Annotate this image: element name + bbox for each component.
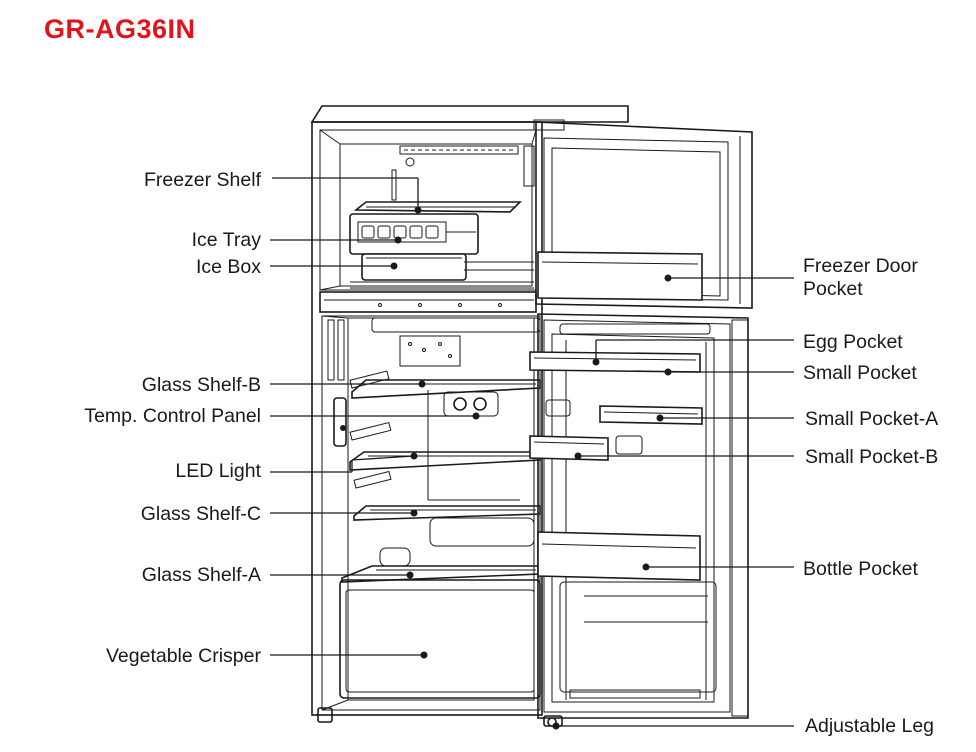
small-pocket-b: [529, 435, 609, 461]
label-glass-shelf-c: Glass Shelf-C: [141, 503, 261, 525]
freezer-floor: [350, 261, 534, 289]
model-title: GR-AG36IN: [44, 14, 196, 44]
freezer-shelf: [353, 169, 522, 213]
label-glass-shelf-b: Glass Shelf-B: [142, 374, 261, 396]
right-labels: Freezer Door Pocket Egg Pocket Small Poc…: [803, 255, 938, 737]
ice-box: [361, 253, 467, 281]
small-pocket-a: [599, 405, 703, 425]
left-labels: Freezer Shelf Ice Tray Ice Box Glass She…: [84, 169, 261, 667]
ice-tray: [349, 213, 479, 255]
leader-lines: [270, 177, 794, 730]
label-bottle-pocket: Bottle Pocket: [803, 558, 918, 580]
label-ice-tray: Ice Tray: [192, 229, 262, 251]
label-vegetable-crisper: Vegetable Crisper: [106, 645, 262, 667]
egg-pocket: [559, 323, 711, 335]
vegetable-crisper: [339, 579, 541, 699]
glass-shelf-b: [351, 379, 541, 399]
label-freezer-door-pocket-line2: Pocket: [803, 278, 863, 300]
label-freezer-shelf: Freezer Shelf: [144, 169, 262, 191]
label-egg-pocket: Egg Pocket: [803, 331, 903, 353]
label-small-pocket: Small Pocket: [803, 362, 917, 384]
label-adjustable-leg: Adjustable Leg: [805, 715, 934, 737]
freezer-door-pocket: [537, 251, 703, 301]
fridge-door: [537, 313, 749, 727]
bottle-pocket: [537, 531, 701, 581]
label-temp-control-panel: Temp. Control Panel: [84, 405, 261, 427]
label-small-pocket-b: Small Pocket-B: [805, 446, 938, 468]
label-glass-shelf-a: Glass Shelf-A: [142, 564, 261, 586]
small-pocket: [529, 351, 701, 373]
label-small-pocket-a: Small Pocket-A: [805, 408, 938, 430]
label-freezer-door-pocket-line1: Freezer Door: [803, 255, 918, 277]
glass-shelf-c: [353, 505, 541, 521]
freezer-door: [533, 119, 753, 309]
label-ice-box: Ice Box: [196, 256, 261, 278]
temp-control-panel: [443, 391, 499, 417]
cabinet: [310, 105, 629, 723]
glass-shelf-middle: [349, 451, 541, 471]
label-led-light: LED Light: [175, 460, 261, 482]
